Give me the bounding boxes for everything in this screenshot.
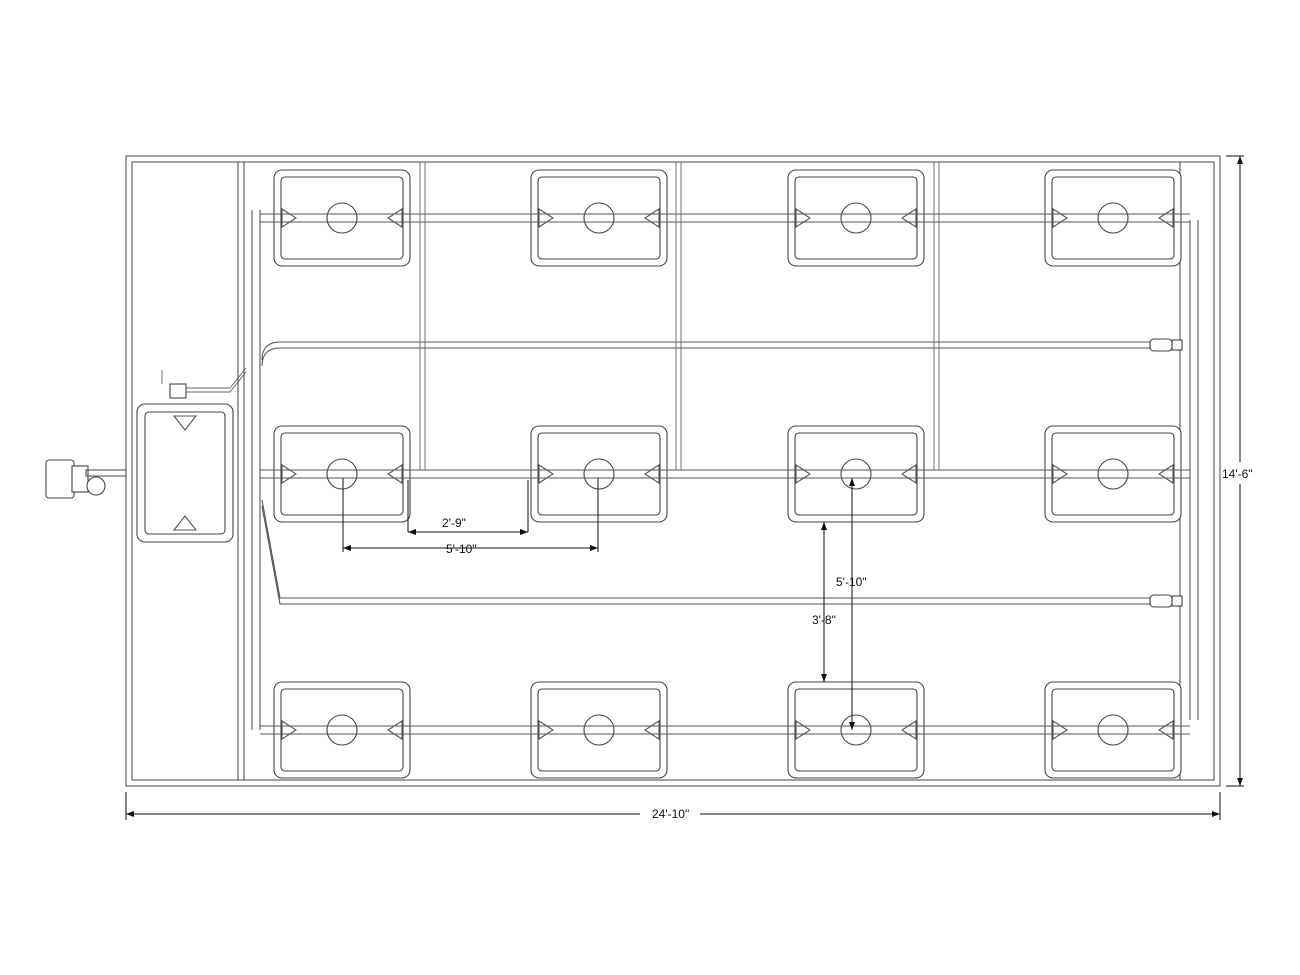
reservoir-inlet-fitting xyxy=(172,415,198,431)
pot-site-icon xyxy=(1097,202,1129,234)
pot-site-icon xyxy=(840,202,872,234)
pot-site-icon xyxy=(583,458,615,490)
pot-container xyxy=(1044,425,1182,523)
pot-container xyxy=(273,169,411,267)
pot-grid xyxy=(273,169,1182,779)
dimension-label-row-gap: 3'-8" xyxy=(812,613,836,627)
dimension-pot-spacing-horizontal: 5'-10" xyxy=(342,478,599,556)
riser-pipe xyxy=(675,162,682,470)
pot-site-icon xyxy=(326,458,358,490)
pump xyxy=(45,459,127,499)
pot-container xyxy=(1044,169,1182,267)
row-pipe xyxy=(260,725,1190,735)
dimension-label-gap: 2'-9" xyxy=(442,516,466,530)
pot-site-icon xyxy=(583,202,615,234)
pot-container xyxy=(273,425,411,523)
pot-site-icon xyxy=(326,202,358,234)
pot-container xyxy=(530,425,668,523)
dimension-label-overall-width: 24'-10" xyxy=(652,807,689,821)
row-pipe xyxy=(260,213,1190,223)
pot-site-icon xyxy=(1097,458,1129,490)
dimension-overall-height: 14'-6" xyxy=(1222,155,1253,787)
right-manifold xyxy=(1179,162,1199,780)
reservoir-tank xyxy=(136,403,234,543)
dimension-label-horizontal-spacing: 5'-10" xyxy=(446,542,477,556)
dimension-overall-width: 24'-10" xyxy=(125,792,1221,821)
reservoir-outlet-fitting xyxy=(172,515,198,531)
riser-pipe xyxy=(933,162,940,470)
controller xyxy=(161,367,247,399)
dimension-gap-between-pots: 2'-9" xyxy=(407,480,529,535)
pot-site-icon xyxy=(840,458,872,490)
row-pipe xyxy=(260,469,1190,479)
riser-pipe xyxy=(419,162,426,470)
pot-container xyxy=(530,681,668,779)
drain-lines xyxy=(261,341,1150,605)
pot-site-icon xyxy=(840,714,872,746)
row-pipes xyxy=(260,162,1190,735)
pot-container xyxy=(273,681,411,779)
pot-container xyxy=(787,681,925,779)
pot-container xyxy=(787,169,925,267)
pressure-gauge-icon xyxy=(86,476,106,496)
pot-container xyxy=(1044,681,1182,779)
dimension-label-overall-height: 14'-6" xyxy=(1222,467,1253,481)
drain-valve xyxy=(1149,338,1183,608)
pot-site-icon xyxy=(583,714,615,746)
left-manifold xyxy=(237,162,261,780)
pot-container xyxy=(530,169,668,267)
pot-site-icon xyxy=(326,714,358,746)
pot-container xyxy=(787,425,925,523)
dimension-label-vertical-spacing: 5'-10" xyxy=(836,575,867,589)
pot-site-icon xyxy=(1097,714,1129,746)
dimension-pot-spacing-vertical: 5'-10" xyxy=(836,478,867,730)
dimension-gap-between-rows: 3'-8" xyxy=(812,522,836,682)
